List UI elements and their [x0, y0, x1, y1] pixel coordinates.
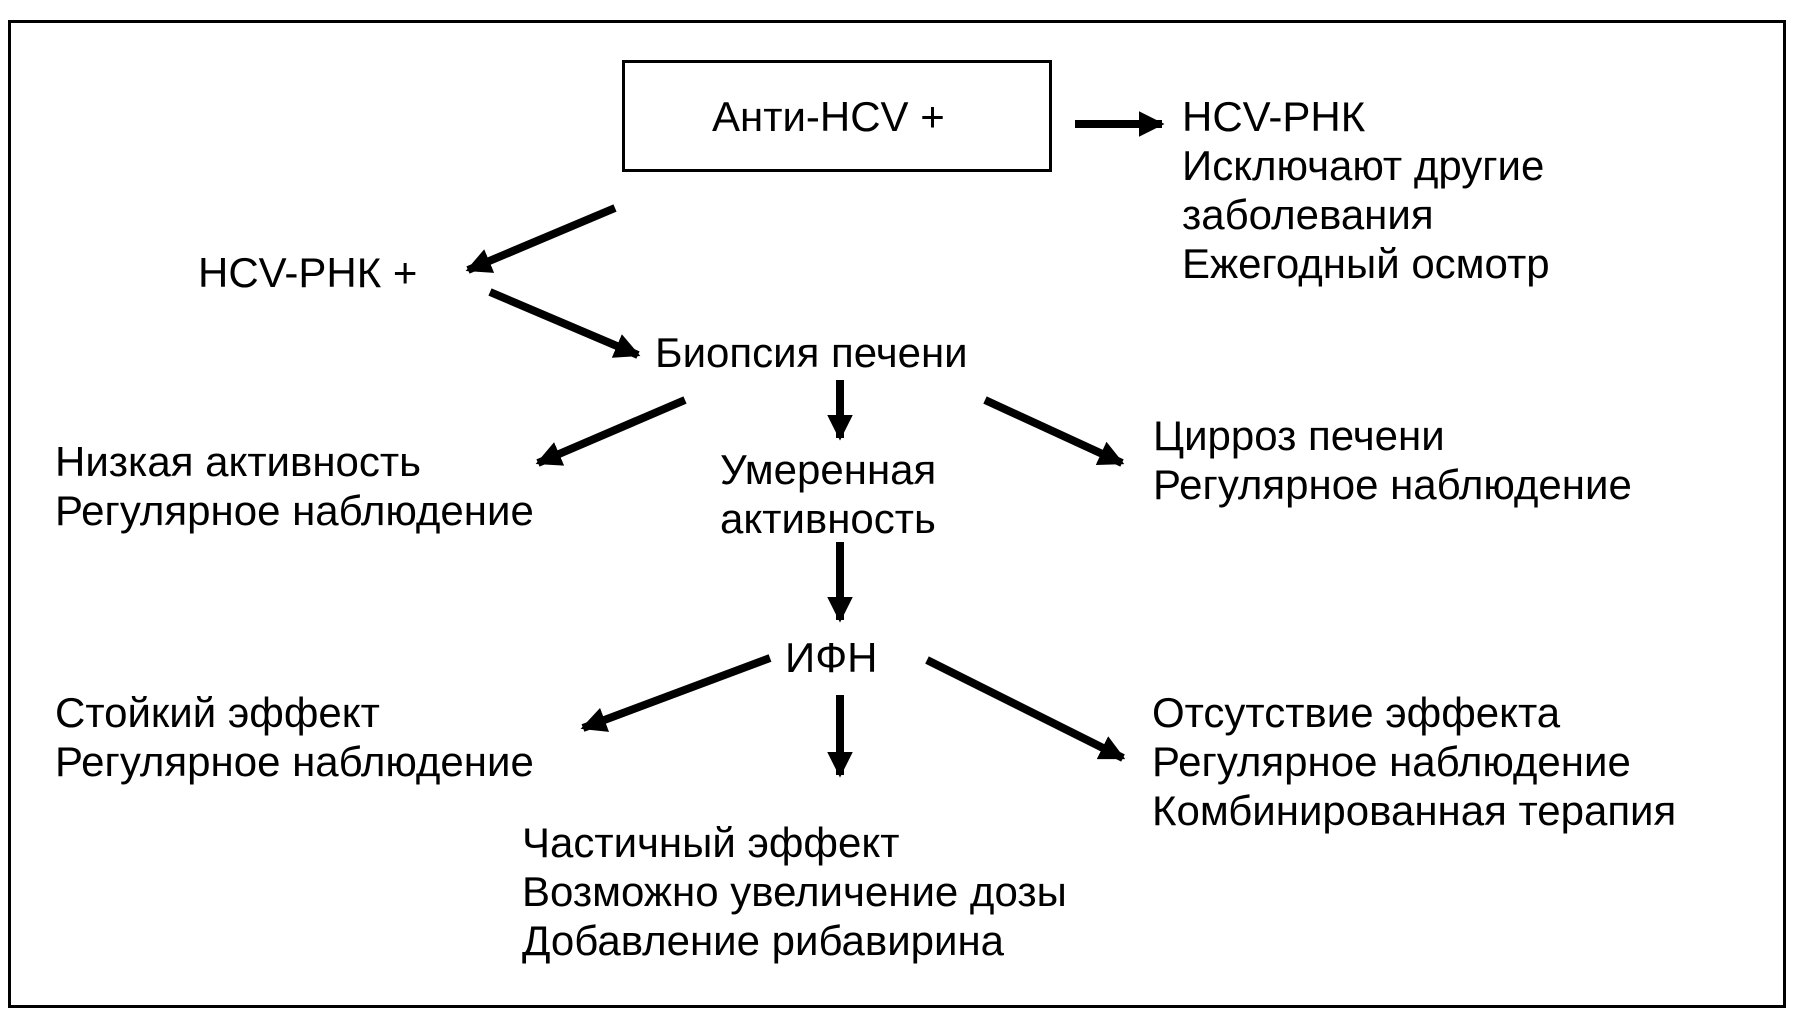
arrow-root-to-hcv-rna	[465, 204, 617, 274]
cirrhosis-line: Регулярное наблюдение	[1153, 461, 1632, 508]
diagram-frame	[8, 20, 1786, 1008]
moderate-activity-line: активность	[720, 495, 936, 542]
root-node-label: Анти-HCV +	[712, 93, 945, 140]
no-effect-line: Регулярное наблюдение	[1152, 738, 1631, 785]
no-effect-text: Отсутствие эффекта Регулярное наблюдение…	[1152, 688, 1676, 835]
arrow-ifn-to-sustained	[580, 654, 772, 732]
arrow-ifn-to-no-effect	[925, 656, 1126, 762]
low-activity-line: Низкая активность	[55, 438, 422, 485]
arrow-biopsy-to-low	[535, 396, 687, 467]
sustained-effect-line: Стойкий эффект	[55, 689, 380, 736]
ifn-label: ИФН	[785, 634, 878, 681]
arrow-hcv-rna-to-biopsy	[488, 288, 641, 359]
biopsy-label: Биопсия печени	[655, 329, 968, 376]
low-activity-text: Низкая активность Регулярное наблюдение	[55, 437, 534, 535]
negative-branch-line: Ежегодный осмотр	[1182, 240, 1550, 287]
root-node-box	[622, 60, 1052, 172]
negative-branch-text: HCV-РНК Исключают другие заболевания Еже…	[1182, 92, 1550, 288]
partial-effect-line: Частичный эффект	[522, 819, 900, 866]
partial-effect-line: Возможно увеличение дозы	[522, 868, 1067, 915]
partial-effect-line: Добавление рибавирина	[522, 917, 1005, 964]
negative-branch-line: HCV-РНК	[1182, 93, 1366, 140]
no-effect-line: Комбинированная терапия	[1152, 787, 1677, 834]
low-activity-line: Регулярное наблюдение	[55, 487, 534, 534]
sustained-effect-text: Стойкий эффект Регулярное наблюдение	[55, 688, 534, 786]
cirrhosis-line: Цирроз печени	[1153, 412, 1445, 459]
hcv-rna-positive-label: HCV-РНК +	[198, 249, 418, 296]
negative-branch-line: Исключают другие	[1182, 142, 1545, 189]
moderate-activity-line: Умеренная	[720, 446, 937, 493]
sustained-effect-line: Регулярное наблюдение	[55, 738, 534, 785]
moderate-activity-text: Умеренная активность	[720, 445, 936, 543]
negative-branch-line: заболевания	[1182, 191, 1434, 238]
partial-effect-text: Частичный эффект Возможно увеличение доз…	[522, 818, 1067, 965]
arrow-biopsy-to-cirrhosis	[983, 396, 1125, 467]
cirrhosis-text: Цирроз печени Регулярное наблюдение	[1153, 411, 1632, 509]
no-effect-line: Отсутствие эффекта	[1152, 689, 1561, 736]
